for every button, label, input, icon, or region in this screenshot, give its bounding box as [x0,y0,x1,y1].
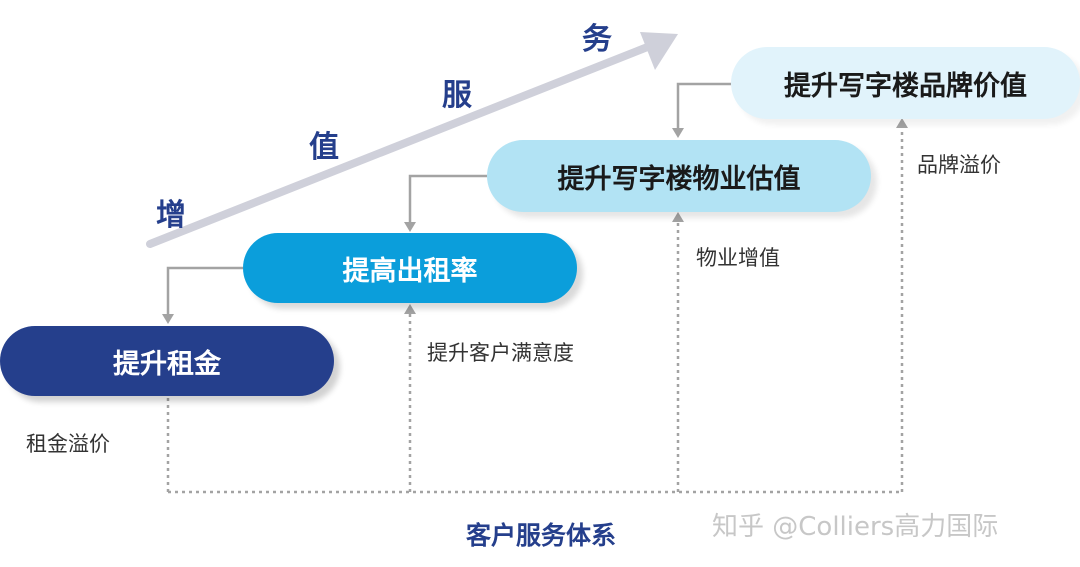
step-pill-raise-rent: 提升租金 [0,326,334,396]
growth-char: 值 [309,130,339,165]
watermark: 知乎 @Colliers高力国际 [712,512,999,542]
growth-char: 服 [442,78,472,113]
step-pill-brand-value: 提升写字楼品牌价值 [731,47,1080,119]
step-connector-1 [162,266,243,324]
growth-arrow [146,32,678,248]
upward-arrowheads [404,118,908,314]
step-note-satisfaction: 提升客户满意度 [427,341,574,365]
service-system-label: 客户服务体系 [466,521,617,550]
step-note-property-appreciation: 物业增值 [696,246,780,270]
step-pill-property-value: 提升写字楼物业估值 [487,140,871,212]
step-pill-occupancy: 提高出租率 [243,233,577,303]
step-connector-2 [404,174,487,232]
step-note-brand-premium: 品牌溢价 [917,153,1001,177]
step-note-rent-premium: 租金溢价 [26,432,110,456]
growth-char: 务 [582,22,612,57]
growth-char: 增 [156,198,186,233]
service-system-lines [166,128,904,494]
step-connector-3 [672,82,731,138]
